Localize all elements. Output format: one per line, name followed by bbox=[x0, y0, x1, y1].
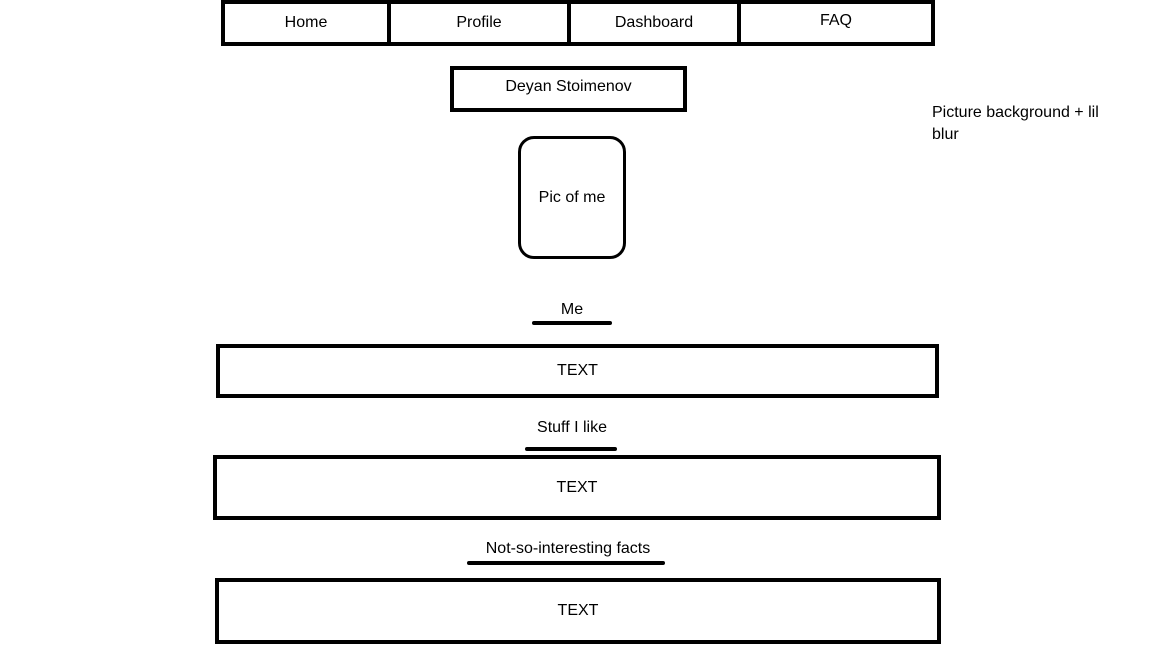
profile-picture: Pic of me bbox=[518, 136, 626, 259]
nav-faq[interactable]: FAQ bbox=[819, 12, 852, 29]
nav-home[interactable]: Home bbox=[225, 4, 391, 42]
section-heading-me: Me bbox=[560, 301, 584, 318]
section-underline-me bbox=[532, 321, 612, 325]
section-text-stuff: TEXT bbox=[213, 455, 941, 520]
section-underline-stuff bbox=[525, 447, 617, 451]
nav-dashboard[interactable]: Dashboard bbox=[571, 4, 741, 42]
section-heading-stuff: Stuff I like bbox=[537, 419, 607, 436]
profile-picture-label: Pic of me bbox=[538, 188, 606, 206]
section-underline-facts bbox=[467, 561, 665, 565]
nav-profile[interactable]: Profile bbox=[391, 4, 571, 42]
section-heading-facts: Not-so-interesting facts bbox=[485, 540, 651, 557]
profile-name: Deyan Stoimenov bbox=[505, 78, 632, 95]
section-body-facts: TEXT bbox=[557, 602, 599, 619]
profile-name-box: Deyan Stoimenov bbox=[450, 66, 687, 112]
section-text-me: TEXT bbox=[216, 344, 939, 398]
section-text-facts: TEXT bbox=[215, 578, 941, 644]
section-body-stuff: TEXT bbox=[556, 478, 598, 496]
top-nav: Home Profile Dashboard FAQ bbox=[221, 0, 935, 46]
design-note: Picture background + lil blur bbox=[932, 104, 1099, 143]
section-body-me: TEXT bbox=[557, 362, 598, 379]
